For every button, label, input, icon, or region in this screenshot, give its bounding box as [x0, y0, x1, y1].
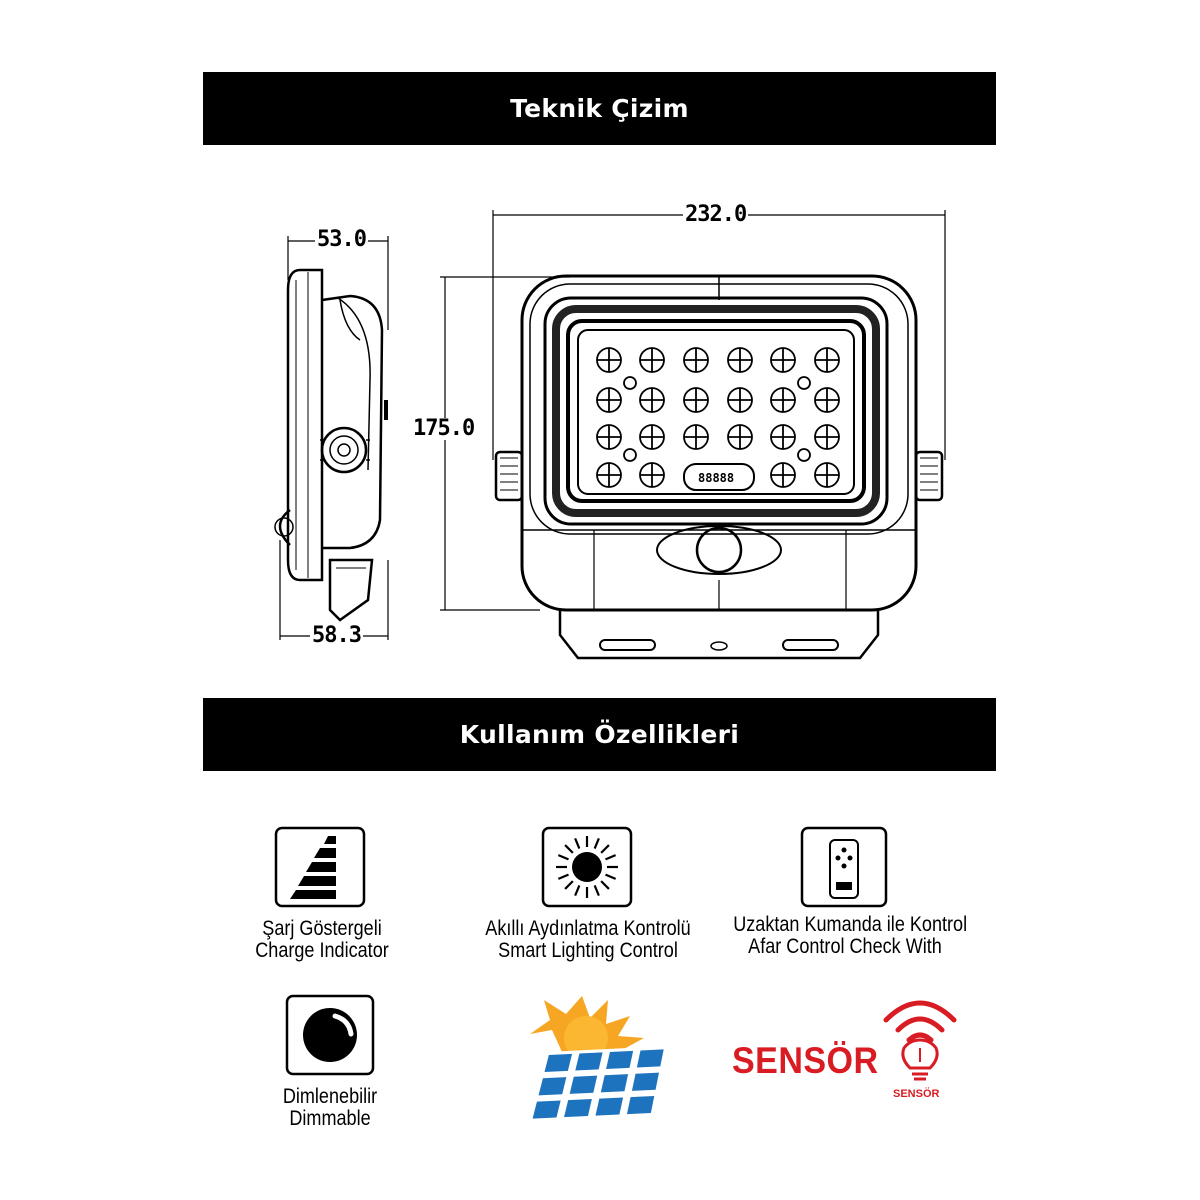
- sensor-label: SENSÖR: [732, 1040, 879, 1081]
- led-cell: [596, 424, 622, 450]
- technical-drawing-banner: Teknik Çizim: [203, 72, 996, 145]
- led-cell: [683, 347, 709, 373]
- dim-height: 175.0: [411, 416, 477, 441]
- led-cell: [639, 462, 665, 488]
- technical-drawing: 88888: [274, 210, 946, 660]
- solar-cell: [606, 1050, 634, 1070]
- led-display-text: 88888: [698, 471, 734, 485]
- ambient-sensor-dot: [797, 376, 811, 390]
- solar-cell: [595, 1097, 624, 1116]
- solar-panel-icon: [528, 996, 668, 1122]
- sensor-bulb-icon: [883, 1000, 957, 1081]
- sun-ray: [593, 885, 600, 897]
- led-cell: [596, 462, 622, 488]
- feature-remote-caption: Uzaktan Kumanda ile Kontrol Afar Control…: [733, 913, 968, 958]
- ambient-sensor-dot: [623, 448, 637, 462]
- technical-drawing-title: Teknik Çizim: [510, 94, 689, 123]
- solar-cell: [575, 1052, 603, 1071]
- led-cell: [770, 462, 796, 488]
- sun-burst-icon: [530, 996, 644, 1060]
- solar-cell: [532, 1100, 561, 1119]
- solar-cell: [569, 1075, 598, 1094]
- dim-width: 232.0: [683, 202, 749, 227]
- dim-depth-top: 53.0: [315, 227, 368, 252]
- led-cell: [596, 387, 622, 413]
- dimmer-icon: [285, 994, 375, 1076]
- led-cell: [639, 424, 665, 450]
- led-cell: [770, 424, 796, 450]
- led-cell: [727, 347, 753, 373]
- led-cell: [639, 347, 665, 373]
- sun-ray: [593, 837, 600, 849]
- led-cell: [683, 424, 709, 450]
- sun-ray: [600, 844, 610, 854]
- ambient-sensor-dot: [797, 448, 811, 462]
- led-cell: [814, 424, 840, 450]
- led-cell: [814, 462, 840, 488]
- led-cell: [683, 387, 709, 413]
- side-view-drawing: [274, 236, 389, 640]
- sun-ray: [605, 854, 617, 861]
- led-cell: [770, 347, 796, 373]
- led-cell: [814, 387, 840, 413]
- sun-ray: [557, 873, 569, 880]
- feature-dimmable-caption: Dimlenebilir Dimmable: [282, 1085, 378, 1130]
- dim-depth-bottom: 58.3: [310, 623, 363, 648]
- sun-icon: [541, 826, 633, 908]
- feature-charge-caption: Şarj Göstergeli Charge Indicator: [255, 917, 389, 962]
- sun-ray: [564, 880, 574, 890]
- sensor-small-label: SENSÖR: [893, 1088, 940, 1100]
- sun-ray: [557, 854, 569, 861]
- solar-cell: [626, 1095, 655, 1115]
- led-cell: [727, 424, 753, 450]
- solar-cell: [538, 1077, 567, 1096]
- sun-ray: [564, 844, 574, 854]
- solar-cell: [631, 1072, 659, 1091]
- usage-features-banner: Kullanım Özellikleri: [203, 698, 996, 771]
- sun-ray: [600, 880, 610, 890]
- charge-indicator-icon: [274, 826, 366, 908]
- solar-cell: [636, 1049, 664, 1068]
- led-cell: [639, 387, 665, 413]
- solar-cell: [564, 1098, 592, 1118]
- sun-ray: [574, 837, 581, 849]
- sun-ray: [605, 873, 617, 880]
- usage-features-title: Kullanım Özellikleri: [459, 720, 740, 749]
- remote-control-icon: [800, 826, 888, 908]
- sun-ray: [574, 885, 581, 897]
- led-grid: [596, 347, 840, 488]
- led-display: 88888: [683, 463, 755, 491]
- led-cell: [770, 387, 796, 413]
- led-cell: [814, 347, 840, 373]
- solar-cell: [544, 1053, 573, 1073]
- feature-smart-lighting-caption: Akıllı Aydınlatma Kontrolü Smart Lightin…: [485, 917, 691, 962]
- led-cell: [727, 387, 753, 413]
- front-view-drawing: [440, 210, 946, 660]
- ambient-sensor-dot: [623, 376, 637, 390]
- led-cell: [596, 347, 622, 373]
- solar-cell: [600, 1074, 629, 1093]
